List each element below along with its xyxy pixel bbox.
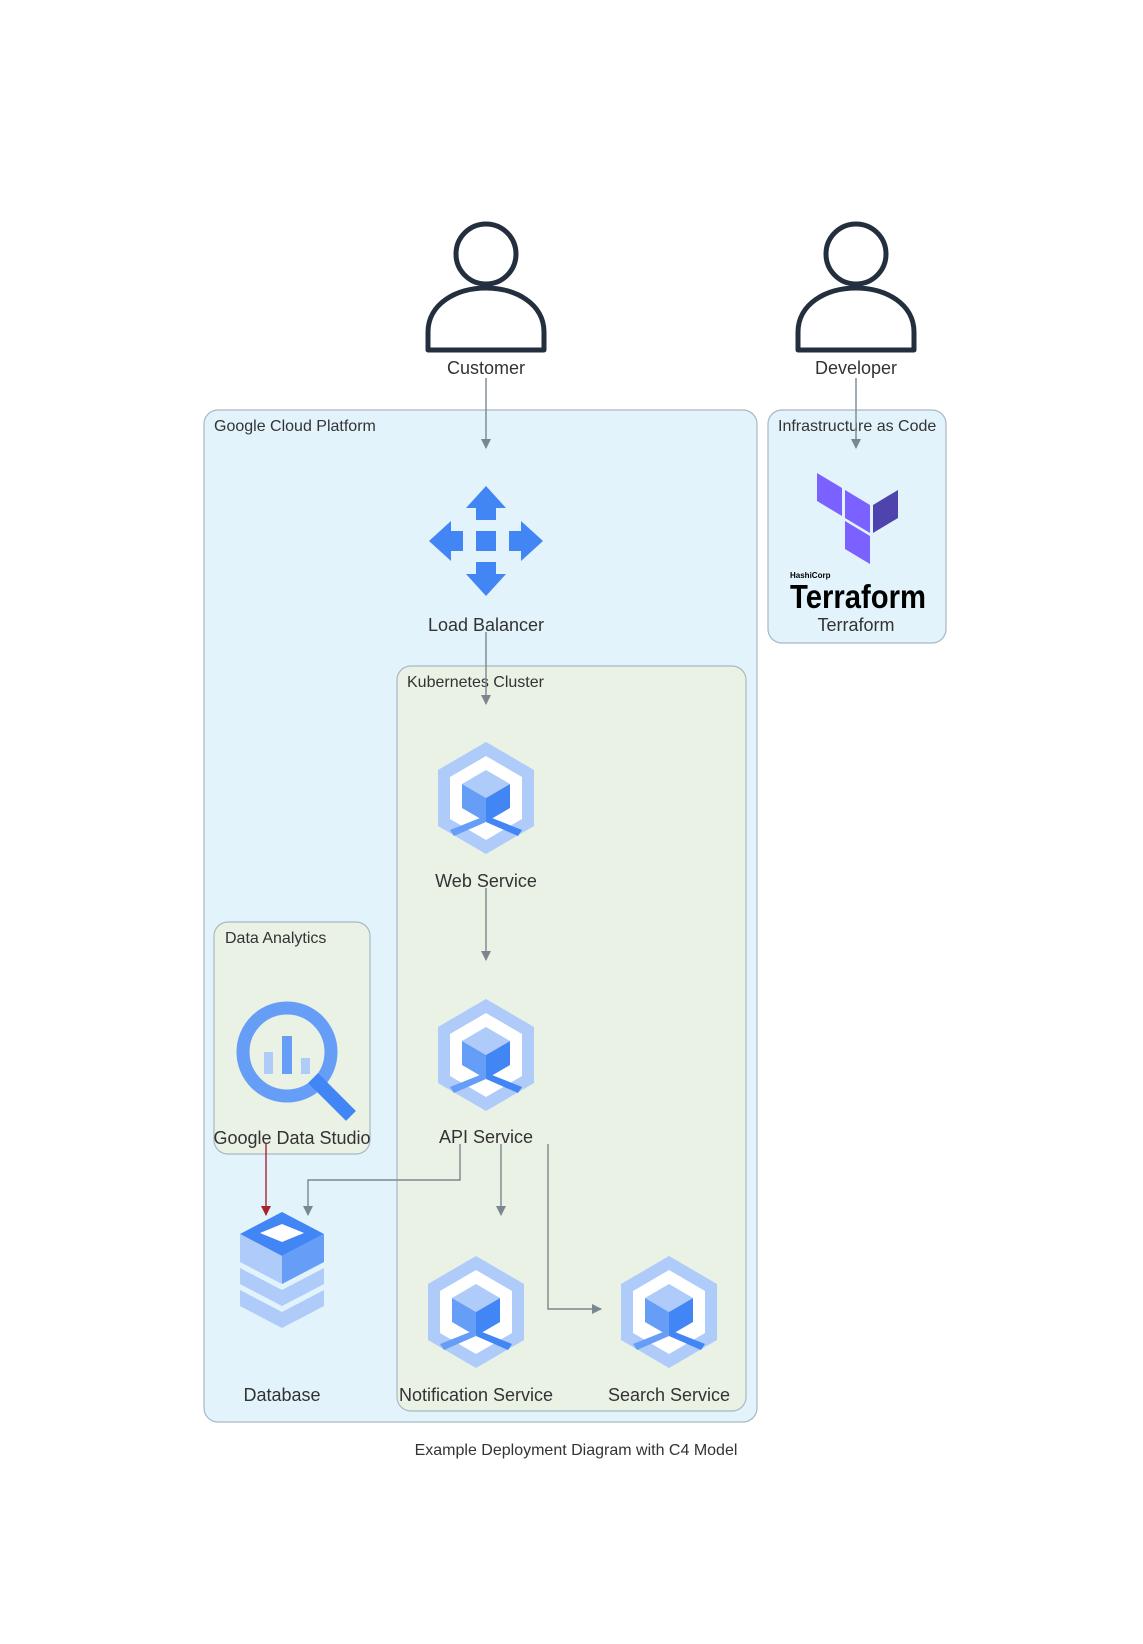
person-icon — [798, 224, 914, 350]
node-load-balancer[interactable]: Load Balancer — [428, 486, 544, 635]
database-icon — [240, 1212, 324, 1328]
node-label-load-balancer: Load Balancer — [428, 615, 544, 635]
diagram-caption: Example Deployment Diagram with C4 Model — [415, 1442, 738, 1459]
node-notification-service[interactable]: Notification Service — [399, 1256, 553, 1405]
node-customer[interactable]: Customer — [428, 224, 544, 378]
person-icon — [428, 224, 544, 350]
node-label-customer: Customer — [447, 358, 525, 378]
node-api-service[interactable]: API Service — [438, 999, 534, 1147]
node-terraform[interactable]: HashiCorp Terraform Terraform — [790, 473, 926, 635]
node-search-service[interactable]: Search Service — [608, 1256, 730, 1405]
cluster-label-k8s: Kubernetes Cluster — [407, 674, 545, 691]
node-google-data-studio[interactable]: Google Data Studio — [213, 1001, 371, 1148]
node-database[interactable]: Database — [240, 1212, 324, 1405]
node-label-developer: Developer — [815, 358, 897, 378]
cluster-label-iac: Infrastructure as Code — [778, 418, 936, 435]
load-balancer-icon — [429, 486, 543, 596]
node-label-data-studio: Google Data Studio — [213, 1128, 370, 1148]
node-developer[interactable]: Developer — [798, 224, 914, 378]
node-label-notification-service: Notification Service — [399, 1385, 553, 1405]
node-label-web-service: Web Service — [435, 871, 537, 891]
terraform-logo-small-text: HashiCorp — [790, 571, 831, 580]
node-label-search-service: Search Service — [608, 1385, 730, 1405]
node-label-database: Database — [243, 1385, 320, 1405]
data-studio-icon — [236, 1001, 356, 1121]
node-web-service[interactable]: Web Service — [435, 742, 537, 891]
cluster-label-analytics: Data Analytics — [225, 930, 326, 947]
cluster-infrastructure-as-code: Infrastructure as Code — [767, 409, 947, 644]
node-label-api-service: API Service — [439, 1127, 533, 1147]
edge-api-service-database — [303, 1144, 461, 1216]
edge-api-service-search-service — [547, 1144, 602, 1314]
node-label-terraform: Terraform — [817, 615, 894, 635]
cluster-label-gcp: Google Cloud Platform — [214, 418, 376, 435]
terraform-logo-text: Terraform — [790, 578, 926, 615]
terraform-logo: HashiCorp Terraform — [790, 473, 926, 615]
